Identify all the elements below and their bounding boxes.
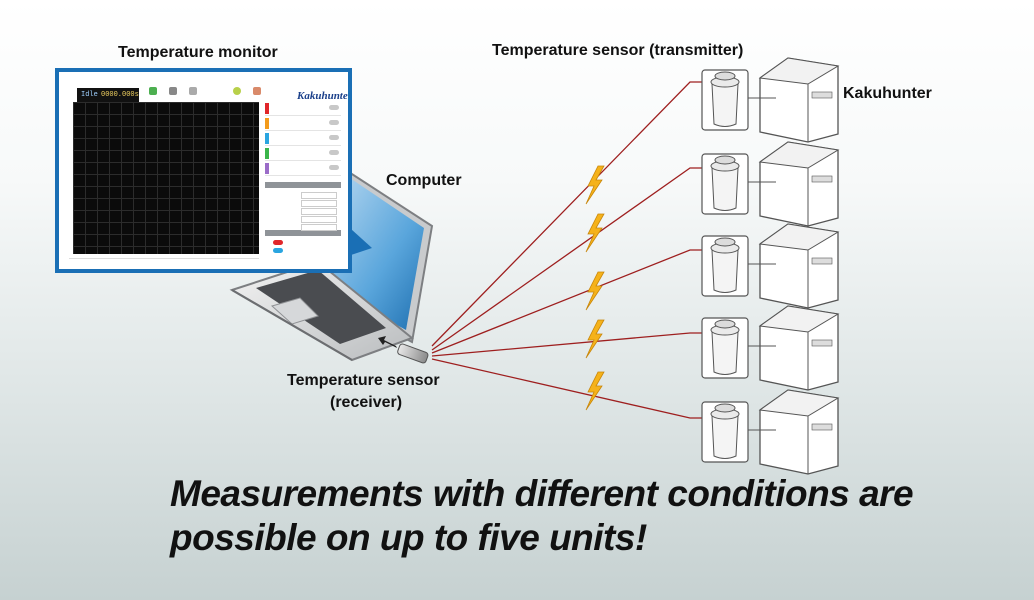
mixer-top <box>758 57 840 85</box>
monitor-warning-indicator <box>273 248 283 253</box>
monitor-toolbar: Idle 0000.000s Kakuhunter <box>65 78 348 102</box>
sensor-receiver-label-line2: (receiver) <box>330 394 403 411</box>
mixer-panel <box>811 423 833 431</box>
sample-container <box>711 249 739 293</box>
mixer-top <box>758 389 840 417</box>
mixer-top <box>758 223 840 251</box>
channel-color-swatch <box>265 163 269 174</box>
monitor-section-header <box>265 230 341 236</box>
headline-line-2: possible on up to five units! <box>170 517 647 558</box>
monitor-warning-indicator <box>273 240 283 245</box>
monitor-temperature-graph <box>73 102 259 254</box>
channel-color-swatch <box>265 148 269 159</box>
receiver-dongle <box>378 336 429 364</box>
kakuhunter-unit <box>701 141 840 227</box>
sensor-transmitter-label: Temperature sensor (transmitter) <box>492 42 744 59</box>
signal-lines <box>431 81 708 419</box>
kakuhunter-units <box>701 57 840 475</box>
channel-color-swatch <box>265 118 269 129</box>
start-icon <box>149 87 157 95</box>
monitor-setting-field <box>301 224 337 231</box>
lightning-icon <box>585 371 605 411</box>
headline-line-1: Measurements with different conditions a… <box>170 473 914 514</box>
headline: Measurements with different conditions a… <box>170 472 930 560</box>
transmitter-cap <box>714 155 736 165</box>
transmitter-cap <box>714 319 736 329</box>
settings-icon <box>233 87 241 95</box>
kakuhunter-unit <box>701 305 840 391</box>
mixer-panel <box>811 257 833 265</box>
mixer-panel <box>811 91 833 99</box>
channel-toggle <box>329 165 339 170</box>
exit-icon <box>253 87 261 95</box>
temperature-monitor-label: Temperature monitor <box>118 44 278 61</box>
kakuhunter-unit <box>701 389 840 475</box>
stop-icon <box>169 87 177 95</box>
transmitter-cap <box>714 403 736 413</box>
mixer-panel <box>811 175 833 183</box>
monitor-lcd-display: Idle 0000.000s <box>77 88 139 102</box>
channel-toggle <box>329 105 339 110</box>
save-icon <box>189 87 197 95</box>
signal-line-5 <box>431 358 708 419</box>
channel-toggle <box>329 120 339 125</box>
monitor-setting-field <box>301 216 337 223</box>
wireless-signal-icons <box>585 165 605 411</box>
sample-container <box>711 415 739 459</box>
monitor-logo: Kakuhunter <box>297 90 352 102</box>
computer-label: Computer <box>386 172 462 189</box>
monitor-channel-row <box>265 162 341 176</box>
monitor-channel-row <box>265 147 341 161</box>
transmitter-cap <box>714 237 736 247</box>
monitor-setting-field <box>301 192 337 199</box>
signal-line-1 <box>431 81 708 347</box>
kakuhunter-unit <box>701 57 840 143</box>
insert-arrow-icon <box>378 336 397 348</box>
sensor-receiver-label-line1: Temperature sensor <box>287 372 440 389</box>
monitor-channel-row <box>265 102 341 116</box>
monitor-channel-row <box>265 117 341 131</box>
monitor-channel-panel <box>265 102 343 262</box>
laptop-keyboard <box>256 270 386 344</box>
transmitter-cap <box>714 71 736 81</box>
kakuhunter-unit <box>701 223 840 309</box>
sample-container <box>711 331 739 375</box>
sample-container <box>711 167 739 211</box>
signal-line-3 <box>431 249 708 354</box>
laptop-touchpad <box>270 297 319 325</box>
channel-toggle <box>329 135 339 140</box>
lightning-icon <box>585 271 605 311</box>
mixer-panel <box>811 339 833 347</box>
mixer-top <box>758 141 840 169</box>
channel-toggle <box>329 150 339 155</box>
channel-color-swatch <box>265 103 269 114</box>
mixer-top <box>758 305 840 333</box>
lightning-icon <box>585 319 605 359</box>
monitor-status-bar <box>69 258 259 267</box>
monitor-channel-row <box>265 132 341 146</box>
monitor-section-header <box>265 182 341 188</box>
kakuhunter-label: Kakuhunter <box>843 85 932 102</box>
monitor-setting-field <box>301 208 337 215</box>
lightning-icon <box>585 213 605 253</box>
lightning-icon <box>585 165 605 205</box>
channel-color-swatch <box>265 133 269 144</box>
sample-container <box>711 83 739 127</box>
temperature-monitor-screen: Idle 0000.000s Kakuhunter <box>55 68 352 273</box>
monitor-setting-field <box>301 200 337 207</box>
